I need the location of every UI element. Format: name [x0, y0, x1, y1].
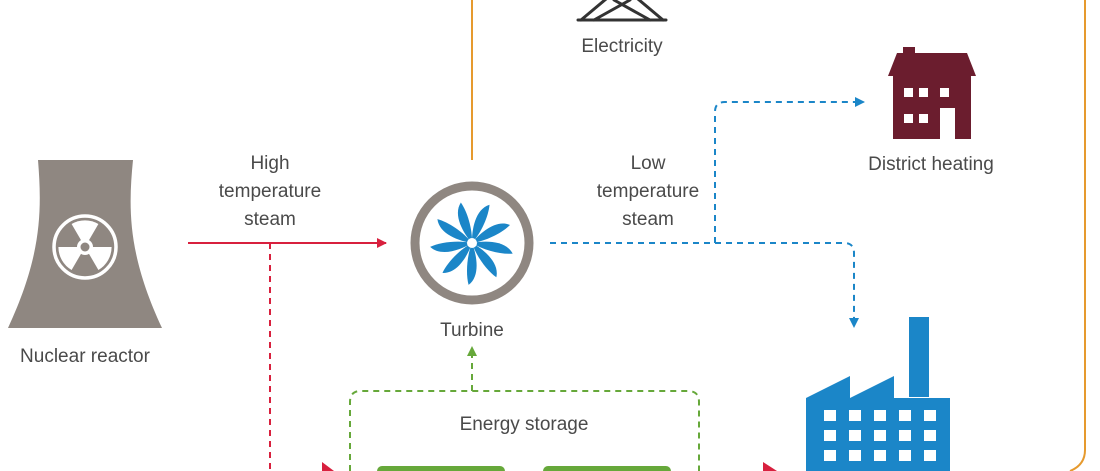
storage-inlet-arrowhead [322, 462, 334, 471]
house-icon [888, 47, 976, 139]
low-temp-steam-label: Low temperature steam [597, 153, 699, 230]
factory-window [924, 430, 936, 441]
high-temp-steam-line-3: steam [244, 209, 296, 230]
factory-window [824, 430, 836, 441]
low-temp-steam-line-3: steam [622, 209, 674, 230]
factory-window [924, 410, 936, 421]
factory-inlet-arrowhead [763, 462, 777, 471]
factory-window [874, 450, 886, 461]
factory-window [899, 450, 911, 461]
high-temp-steam-label: High temperature steam [219, 153, 321, 230]
electricity-label: Electricity [581, 36, 663, 57]
turbine-blade [472, 223, 510, 243]
factory-window [874, 430, 886, 441]
cooling-tower-icon [8, 160, 162, 328]
factory-window [849, 410, 861, 421]
district-heating-label: District heating [868, 154, 994, 175]
turbine-blade [471, 204, 490, 243]
turbine-blade [437, 219, 472, 243]
electricity-line [471, 0, 1086, 471]
nuclear-reactor-label: Nuclear reactor [20, 346, 151, 367]
storage-unit [543, 466, 671, 471]
factory-window [824, 410, 836, 421]
low-temp-to-district-heating-arrow [714, 97, 865, 243]
factory-window [824, 450, 836, 461]
low-temp-steam-line-1: Low [631, 153, 666, 174]
low-temp-steam-line-2: temperature [597, 181, 699, 202]
high-temp-steam-line-2: temperature [219, 181, 321, 202]
turbine-label: Turbine [440, 320, 504, 341]
turbine-blade [472, 243, 497, 278]
low-temp-steam-arrows [550, 97, 865, 328]
low-temp-to-factory-arrow [550, 242, 859, 328]
energy-storage-label: Energy storage [460, 414, 589, 435]
factory-window [899, 430, 911, 441]
storage-unit [377, 466, 505, 471]
turbine-blade [472, 241, 513, 254]
factory-window [899, 410, 911, 421]
factory-window [874, 410, 886, 421]
factory-window [849, 430, 861, 441]
power-pylon-icon [576, 0, 668, 22]
factory-icon [806, 317, 950, 471]
radiation-icon [52, 214, 118, 280]
factory-window [849, 450, 861, 461]
turbine-blade [457, 202, 473, 243]
turbine-icon [410, 181, 534, 305]
turbine-blade [430, 241, 472, 253]
turbine-blade [466, 243, 477, 285]
turbine-blade [442, 243, 472, 273]
factory-window [924, 450, 936, 461]
high-temp-steam-line-1: High [250, 153, 289, 174]
energy-storage-box [349, 346, 700, 471]
